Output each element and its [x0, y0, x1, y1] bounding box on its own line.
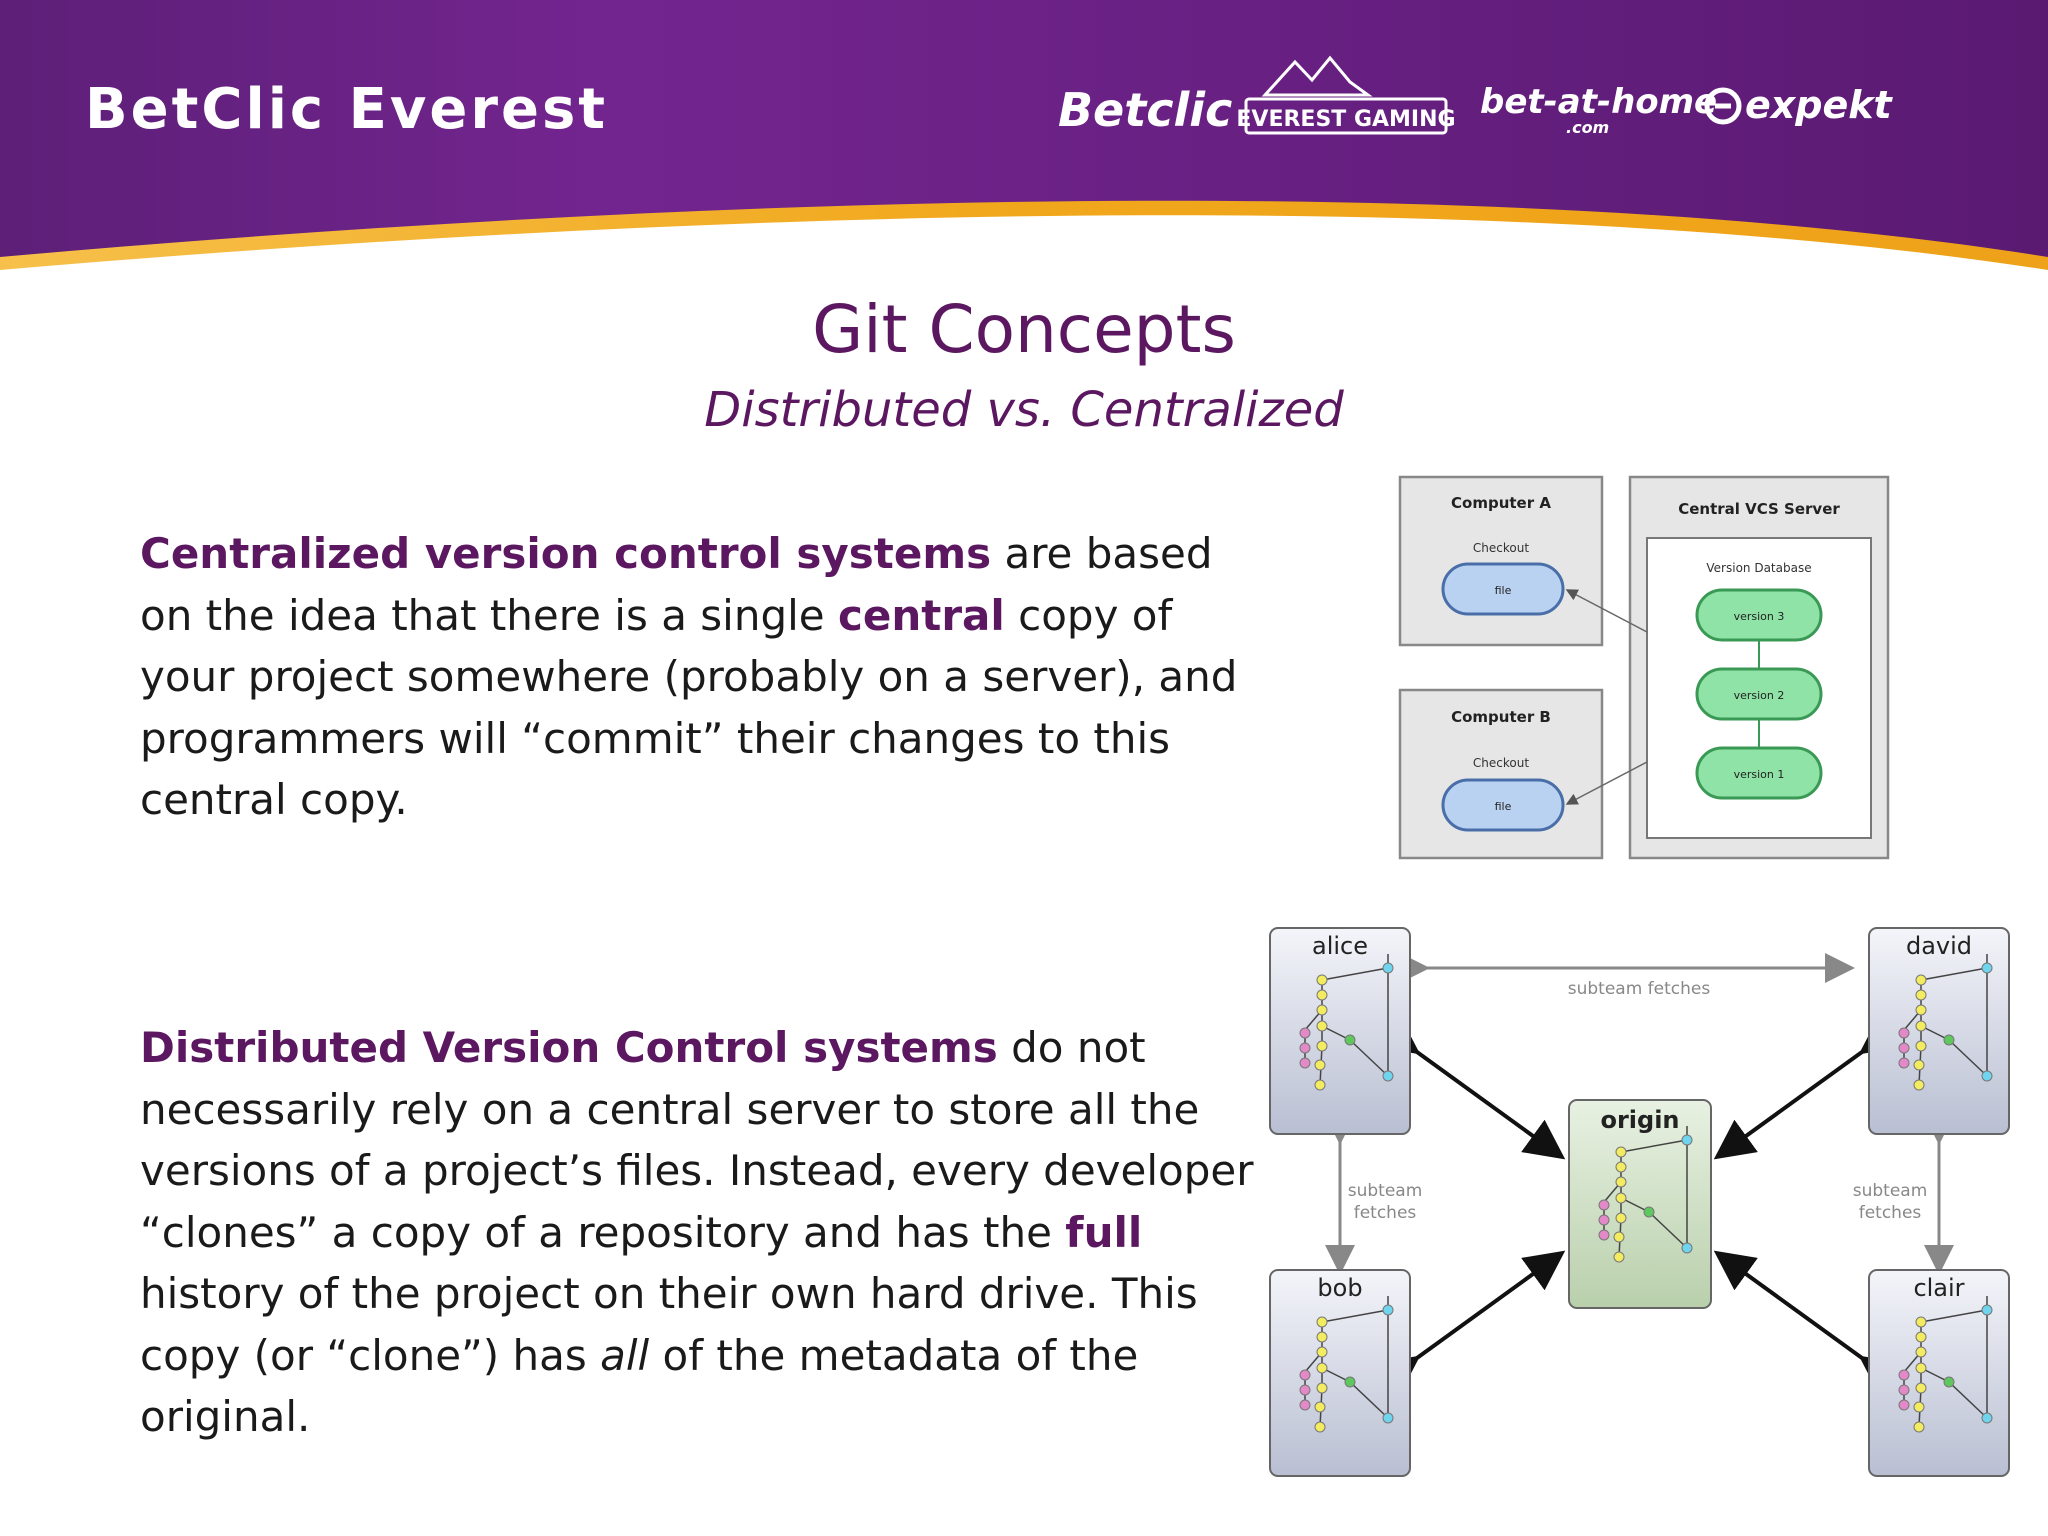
file-b-label: file	[1495, 800, 1512, 813]
alice-node: alice	[1269, 927, 1411, 1135]
bob-label: bob	[1317, 1274, 1362, 1302]
distributed-paragraph: Distributed Version Control systems do n…	[140, 1017, 1270, 1448]
central-emphasis: central	[837, 590, 1005, 640]
version-database-label: Version Database	[1706, 561, 1811, 575]
distributed-text-1: do not necessarily rely on a central ser…	[140, 1023, 1254, 1257]
svg-text:.com: .com	[1566, 118, 1609, 137]
alice-origin-arrow	[1376, 1014, 1566, 1160]
version-2-pill: version 2	[1695, 667, 1823, 721]
subteam-left-label-1: subteam	[1348, 1181, 1423, 1201]
file-a-label: file	[1495, 584, 1512, 597]
checkout-b-label: Checkout	[1473, 756, 1529, 770]
david-label: david	[1906, 932, 1972, 960]
computer-b-label: Computer B	[1451, 708, 1551, 726]
centralized-text-2: copy of your project somewhere (probably…	[140, 590, 1238, 825]
distributed-term: Distributed Version Control systems	[140, 1023, 998, 1072]
svg-text:bet-at-home: bet-at-home	[1480, 82, 1717, 122]
checkout-arrow-b	[1565, 761, 1648, 805]
file-a-pill	[1441, 562, 1565, 616]
distributed-vcs-diagram: subteam fetches subteam fetches subteam …	[1262, 920, 2022, 1484]
everest-gaming-logo: EVEREST GAMING	[1236, 55, 1456, 135]
svg-text:version 2: version 2	[1734, 689, 1785, 702]
betclic-logo: Betclic	[1058, 83, 1232, 137]
checkout-arrow-a	[1565, 589, 1648, 633]
bet-at-home-logo: bet-at-home .com	[1480, 82, 1717, 137]
version-1-pill: version 1	[1695, 746, 1823, 800]
header-banner: BetClic Everest Betclic EVEREST GAMING b…	[0, 0, 2048, 300]
full-emphasis: full	[1065, 1207, 1143, 1257]
svg-text:expekt: expekt	[1745, 83, 1894, 127]
computer-a-box: Computer A Checkout file	[1398, 475, 1604, 647]
computer-b-box: Computer B Checkout file	[1398, 688, 1604, 860]
distributed-text-3: of the metadata of the original.	[140, 1330, 1139, 1442]
brand-title: BetClic Everest	[85, 77, 608, 142]
centralized-vcs-diagram: Computer A Checkout file Computer B Chec…	[1395, 472, 1895, 871]
subteam-right-label-1: subteam	[1853, 1181, 1928, 1201]
slide-title: Git Concepts	[812, 291, 1236, 368]
origin-label: origin	[1600, 1106, 1679, 1134]
clair-label: clair	[1913, 1274, 1964, 1302]
all-emphasis: all	[600, 1330, 650, 1380]
clair-origin-arrow	[1713, 1250, 1903, 1396]
bob-node: bob	[1269, 1269, 1411, 1477]
expekt-logo: expekt	[1704, 83, 1894, 127]
alice-label: alice	[1312, 932, 1368, 960]
svg-text:version 1: version 1	[1734, 768, 1785, 781]
bob-origin-arrow	[1376, 1250, 1566, 1396]
david-node: david	[1868, 927, 2010, 1135]
computer-a-label: Computer A	[1451, 494, 1551, 512]
subteam-fetches-top-label: subteam fetches	[1568, 979, 1711, 999]
file-b-pill	[1441, 778, 1565, 832]
subteam-right-label-2: fetches	[1859, 1203, 1922, 1223]
checkout-a-label: Checkout	[1473, 541, 1529, 555]
version-3-pill: version 3	[1695, 588, 1823, 642]
svg-text:EVEREST GAMING: EVEREST GAMING	[1236, 107, 1455, 132]
distributed-text-2: history of the project on their own hard…	[140, 1269, 1198, 1380]
purple-band	[0, 0, 2048, 257]
clair-node: clair	[1868, 1269, 2010, 1477]
centralized-text-1: are based on the idea that there is a si…	[140, 529, 1213, 640]
david-origin-arrow	[1713, 1014, 1903, 1160]
origin-node: origin	[1568, 1099, 1712, 1309]
central-server-label: Central VCS Server	[1678, 500, 1840, 518]
centralized-paragraph: Centralized version control systems are …	[140, 523, 1250, 831]
subteam-left-label-2: fetches	[1354, 1203, 1417, 1223]
central-server-box: Central VCS Server Version Database vers…	[1628, 475, 1890, 860]
centralized-term: Centralized version control systems	[140, 529, 992, 578]
svg-text:version 3: version 3	[1734, 610, 1785, 623]
slide-subtitle: Distributed vs. Centralized	[704, 382, 1344, 438]
